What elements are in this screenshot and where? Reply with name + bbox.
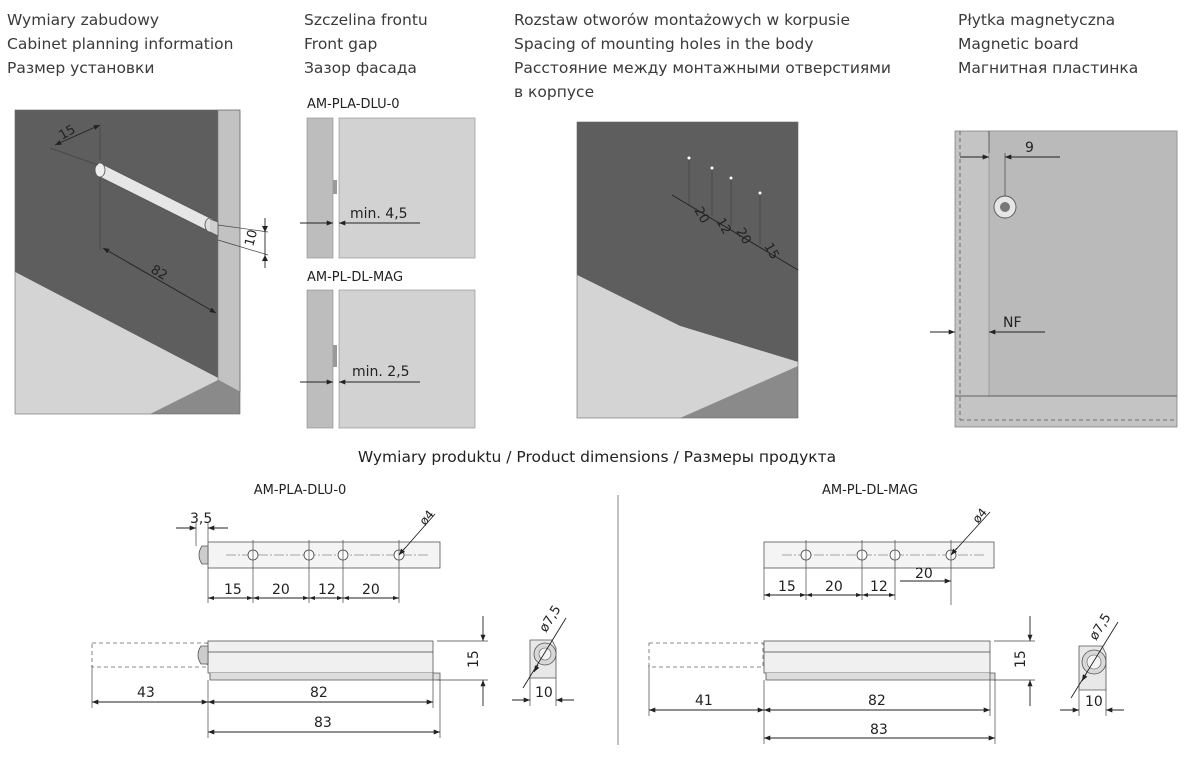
cab-dim-15: 15 [57,122,79,143]
cabinet-header-en: Cabinet planning information [7,35,234,53]
b-space-4: 20 [915,566,933,582]
gap-a-min: min. 4,5 [350,206,408,222]
product-b-model: AM-PL-DL-MAG [822,483,918,498]
b-dim-82: 82 [868,693,886,709]
front-gap-header: Szczelina frontu Front gap Зазор фасада [304,8,428,80]
b-dim-41: 41 [695,693,713,709]
front-gap-header-en: Front gap [304,35,378,53]
b-dim-d75: ø7,5 [1087,611,1115,643]
holes-header-en: Spacing of mounting holes in the body [514,35,814,53]
holes-header-ru: Расстояние между монтажными отверстиями [514,59,892,77]
cabinet-front-edge [217,109,241,393]
magnetic-header-ru: Магнитная пластинка [958,59,1139,77]
gap-b-front [338,289,476,429]
holes-header-ru-2: в корпусе [514,83,595,101]
a-dim-83: 83 [314,715,332,731]
a-dim-d4: ø4 [417,507,437,527]
push-opener-iso [94,162,219,237]
product-a: AM-PLA-DLU-0 ø4 3,5 15 20 [91,483,574,738]
holes-side-wall [577,122,798,362]
b-space-1: 15 [778,579,796,595]
mag-dim-9: 9 [1025,140,1034,156]
hole-dim-1: 20 [691,205,712,227]
gap-a-body [306,117,334,259]
hole-dim-3: 20 [733,226,754,248]
front-gap-panel: AM-PLA-DLU-0 min. 4,5 AM-PL-DL-MAG min. … [300,97,476,429]
gap-b-body [306,289,334,429]
a-space-2: 20 [272,582,290,598]
front-gap-model-a: AM-PLA-DLU-0 [307,97,400,112]
a-dim-82: 82 [310,685,328,701]
magnetic-panel: 9 NF [930,130,1178,428]
holes-floor [577,275,798,418]
cabinet-header: Wymiary zabudowy Cabinet planning inform… [7,8,233,80]
holes-header: Rozstaw otworów montażowych w korpusie S… [514,8,891,104]
a-extended-ghost [91,642,208,668]
a-space-3: 12 [318,582,336,598]
a-dim-15: 15 [466,650,482,668]
product-dimensions-title: Wymiary produktu / Product dimensions / … [358,448,836,466]
product-b: AM-PL-DL-MAG ø4 15 20 12 20 [648,483,1124,744]
cabinet-floor [15,272,218,414]
hole-dim-4: 15 [761,241,782,263]
b-dim-83: 83 [870,722,888,738]
b-extended-ghost [648,642,764,668]
magnetic-header-pl: Płytka magnetyczna [958,11,1116,29]
cabinet-plinth [150,380,240,414]
a-space-4: 20 [362,582,380,598]
magnetic-header: Płytka magnetyczna Magnetic board Магнит… [958,8,1138,80]
b-space-2: 20 [825,579,843,595]
product-b-side-body [763,640,991,674]
holes-header-pl: Rozstaw otworów montażowych w korpusie [514,11,850,29]
product-a-side-body [207,640,434,674]
cabinet-header-ru: Размер установки [7,59,155,77]
cabinet-panel: 15 10 82 [14,109,269,415]
a-dim-35: 3,5 [190,511,212,527]
front-gap-header-ru: Зазор фасада [304,59,417,77]
hole-markers [687,156,762,245]
gap-b-min: min. 2,5 [352,364,410,380]
cab-dim-82: 82 [148,262,170,283]
magnetic-header-en: Magnetic board [958,35,1079,53]
b-dim-15: 15 [1013,650,1029,668]
cab-dim-10: 10 [242,228,261,248]
a-space-1: 15 [224,582,242,598]
front-gap-header-pl: Szczelina frontu [304,11,428,29]
product-a-model: AM-PLA-DLU-0 [254,483,347,498]
b-dim-10: 10 [1085,694,1103,710]
cabinet-header-pl: Wymiary zabudowy [7,11,160,29]
mag-dim-nf: NF [1003,315,1022,331]
a-dim-43: 43 [137,685,155,701]
b-space-3: 12 [870,579,888,595]
front-gap-model-b: AM-PL-DL-MAG [307,270,403,285]
gap-a-front [338,117,476,259]
holes-panel: 20 12 20 15 [576,121,799,419]
hole-dim-2: 12 [713,216,734,238]
b-dim-d4: ø4 [970,505,990,525]
a-dim-d75: ø7,5 [537,603,565,635]
a-dim-10: 10 [535,685,553,701]
